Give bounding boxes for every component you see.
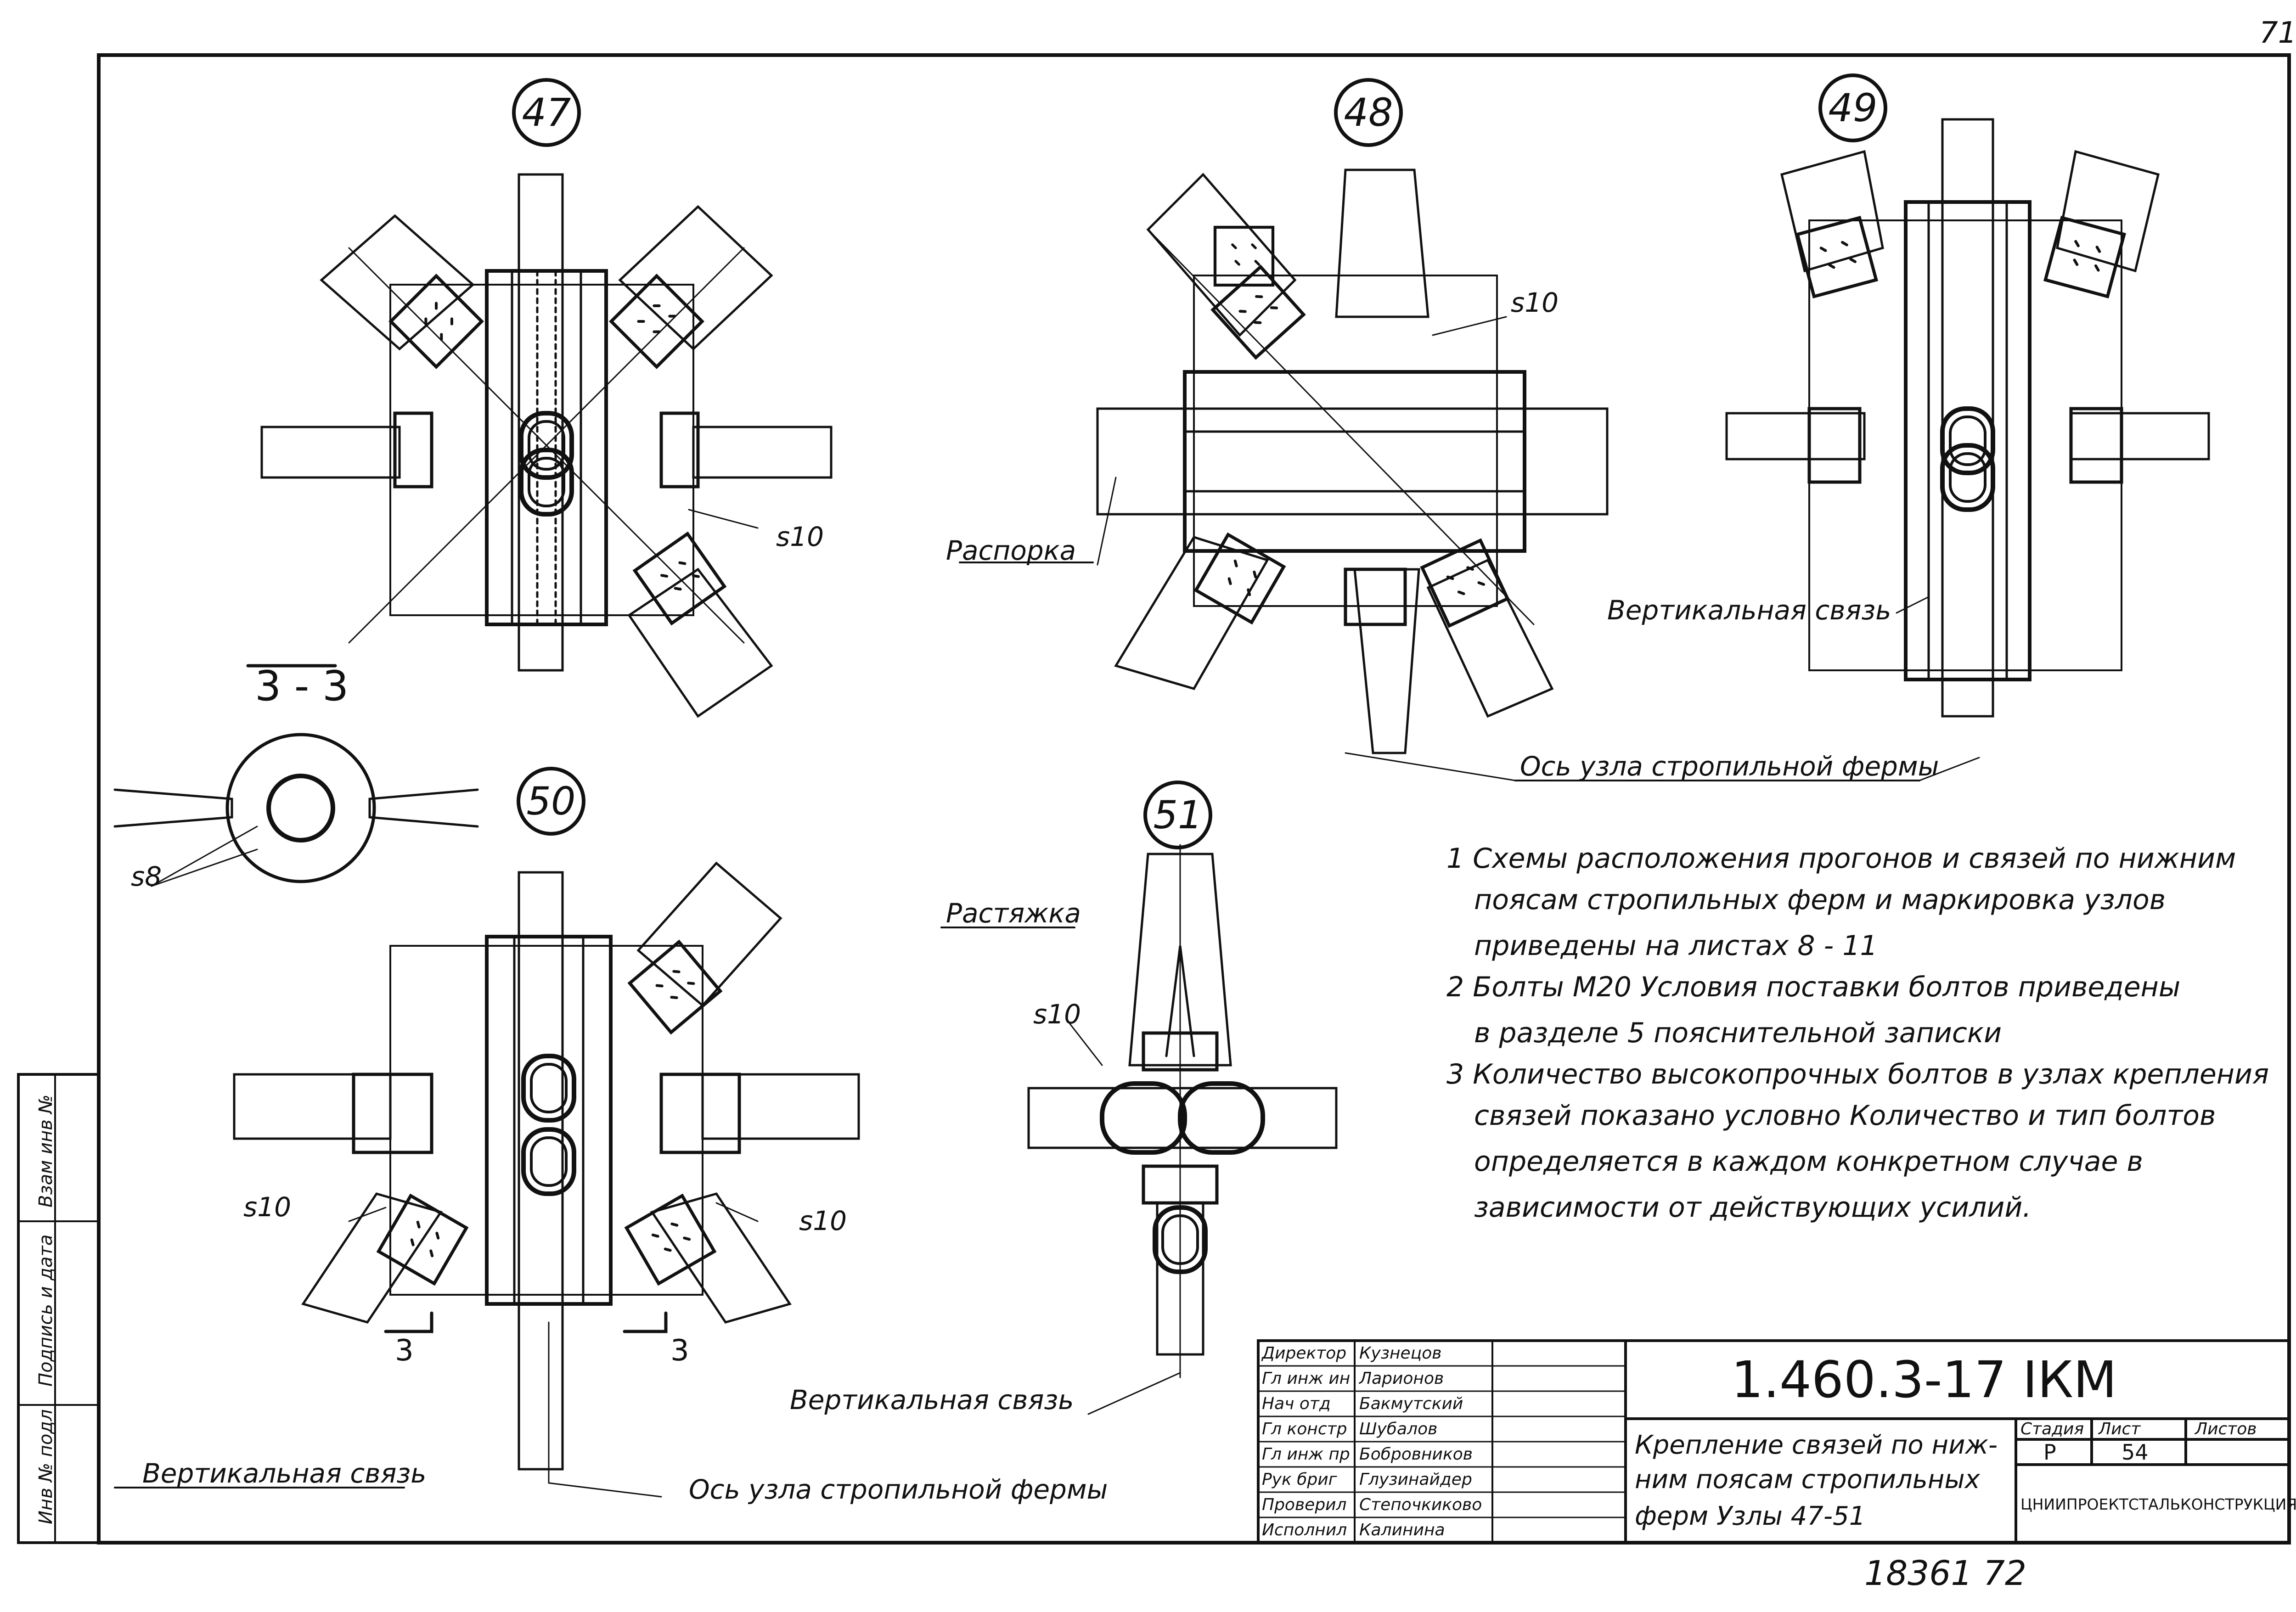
section-3-3-drawing bbox=[113, 664, 479, 883]
role-1: Директор bbox=[1262, 1344, 1347, 1363]
role-4: Гл констр bbox=[1262, 1420, 1347, 1438]
node-48-label: 48 bbox=[1334, 78, 1403, 147]
note-line-5: в разделе 5 пояснительной записки bbox=[1474, 1017, 2002, 1049]
sheet-header: Лист bbox=[2099, 1420, 2141, 1438]
title-block-lines bbox=[1257, 1339, 2290, 1544]
document-designation: 1.460.3-17 IКМ bbox=[1731, 1350, 2117, 1409]
node-47-label: 47 bbox=[512, 78, 581, 147]
stage-value: Р bbox=[2043, 1440, 2056, 1465]
label-rastyazhka: Растяжка bbox=[946, 898, 1081, 929]
side-stamp-replace: Взам инв № bbox=[35, 1094, 56, 1208]
note-line-3: приведены на листах 8 - 11 bbox=[1474, 930, 1878, 962]
plate-label-s10-51: s10 bbox=[1033, 999, 1081, 1030]
node-48-drawing bbox=[1096, 169, 1609, 781]
label-truss-axis-48: Ось узла стропильной фермы bbox=[1520, 751, 1939, 782]
node-49-drawing bbox=[1725, 118, 2210, 718]
section-mark-right: 3 bbox=[670, 1334, 689, 1368]
label-vertical-brace-51: Вертикальная связь bbox=[790, 1384, 1074, 1415]
sheets-header: Листов bbox=[2195, 1420, 2257, 1438]
section-3-3-label: 3 - 3 bbox=[255, 662, 349, 710]
role-3: Нач отд bbox=[1262, 1394, 1331, 1413]
name-3: Бакмутский bbox=[1359, 1394, 1463, 1413]
note-line-2: поясам стропильных ферм и маркировка узл… bbox=[1474, 884, 2166, 916]
side-stamp-signature: Подпись и дата bbox=[35, 1234, 56, 1387]
organization: ЦНИИПРОЕКТСТАЛЬКОНСТРУКЦИЯ bbox=[2020, 1495, 2296, 1513]
title-line-1: Крепление связей по ниж- bbox=[1635, 1430, 1998, 1460]
node-50-label: 50 bbox=[517, 767, 585, 836]
page-number: 71 bbox=[2259, 16, 2296, 50]
role-6: Рук бриг bbox=[1262, 1470, 1337, 1489]
title-line-2: ним поясам стропильных bbox=[1635, 1465, 1980, 1494]
node-50-drawing bbox=[114, 861, 860, 1498]
node-49-label: 49 bbox=[1818, 73, 1887, 142]
note-line-6: 3 Количество высокопрочных болтов в узла… bbox=[1446, 1058, 2269, 1090]
title-line-3: ферм Узлы 47-51 bbox=[1635, 1501, 1866, 1531]
section-mark-left: 3 bbox=[395, 1334, 414, 1368]
note-line-1: 1 Схемы расположения прогонов и связей п… bbox=[1446, 843, 2236, 875]
side-stamp-box bbox=[17, 1073, 100, 1544]
plate-label-s10-50-right: s10 bbox=[799, 1205, 847, 1236]
name-6: Глузинайдер bbox=[1359, 1470, 1472, 1489]
plate-label-s10-50-left: s10 bbox=[243, 1191, 292, 1223]
plate-label-s10-48: s10 bbox=[1511, 287, 1559, 318]
node-51-label: 51 bbox=[1143, 781, 1212, 849]
name-7: Степочкиково bbox=[1359, 1495, 1482, 1514]
name-2: Ларионов bbox=[1359, 1369, 1444, 1388]
label-raspoka: Распорка bbox=[946, 535, 1076, 566]
note-line-8: определяется в каждом конкретном случае … bbox=[1474, 1146, 2143, 1178]
label-vertical-brace-50: Вертикальная связь bbox=[142, 1458, 427, 1489]
name-8: Калинина bbox=[1359, 1521, 1445, 1539]
note-line-7: связей показано условно Количество и тип… bbox=[1474, 1100, 2216, 1132]
role-7: Проверил bbox=[1262, 1495, 1347, 1514]
node-47-drawing bbox=[260, 173, 833, 718]
stage-header: Стадия bbox=[2020, 1420, 2084, 1438]
note-line-4: 2 Болты М20 Условия поставки болтов прив… bbox=[1446, 971, 2181, 1003]
role-5: Гл инж пр bbox=[1262, 1445, 1350, 1464]
side-stamp-inv: Инв № подл bbox=[35, 1409, 56, 1524]
label-truss-axis-50: Ось узла стропильной фермы bbox=[689, 1474, 1108, 1505]
name-5: Бобровников bbox=[1359, 1445, 1473, 1464]
drawing-frame bbox=[97, 53, 2291, 1545]
plate-label-s8: s8 bbox=[131, 861, 162, 892]
node-51-drawing bbox=[1027, 844, 1338, 1415]
archive-number: 18361 72 bbox=[1864, 1554, 2027, 1593]
plate-label-s10-47: s10 bbox=[776, 521, 824, 552]
name-1: Кузнецов bbox=[1359, 1344, 1442, 1363]
note-line-9: зависимости от действующих усилий. bbox=[1474, 1191, 2032, 1224]
role-2: Гл инж ин bbox=[1262, 1369, 1351, 1388]
label-vertical-brace-49: Вертикальная связь bbox=[1607, 595, 1891, 626]
sheet-value: 54 bbox=[2122, 1440, 2149, 1465]
name-4: Шубалов bbox=[1359, 1420, 1438, 1438]
role-8: Исполнил bbox=[1262, 1521, 1347, 1539]
